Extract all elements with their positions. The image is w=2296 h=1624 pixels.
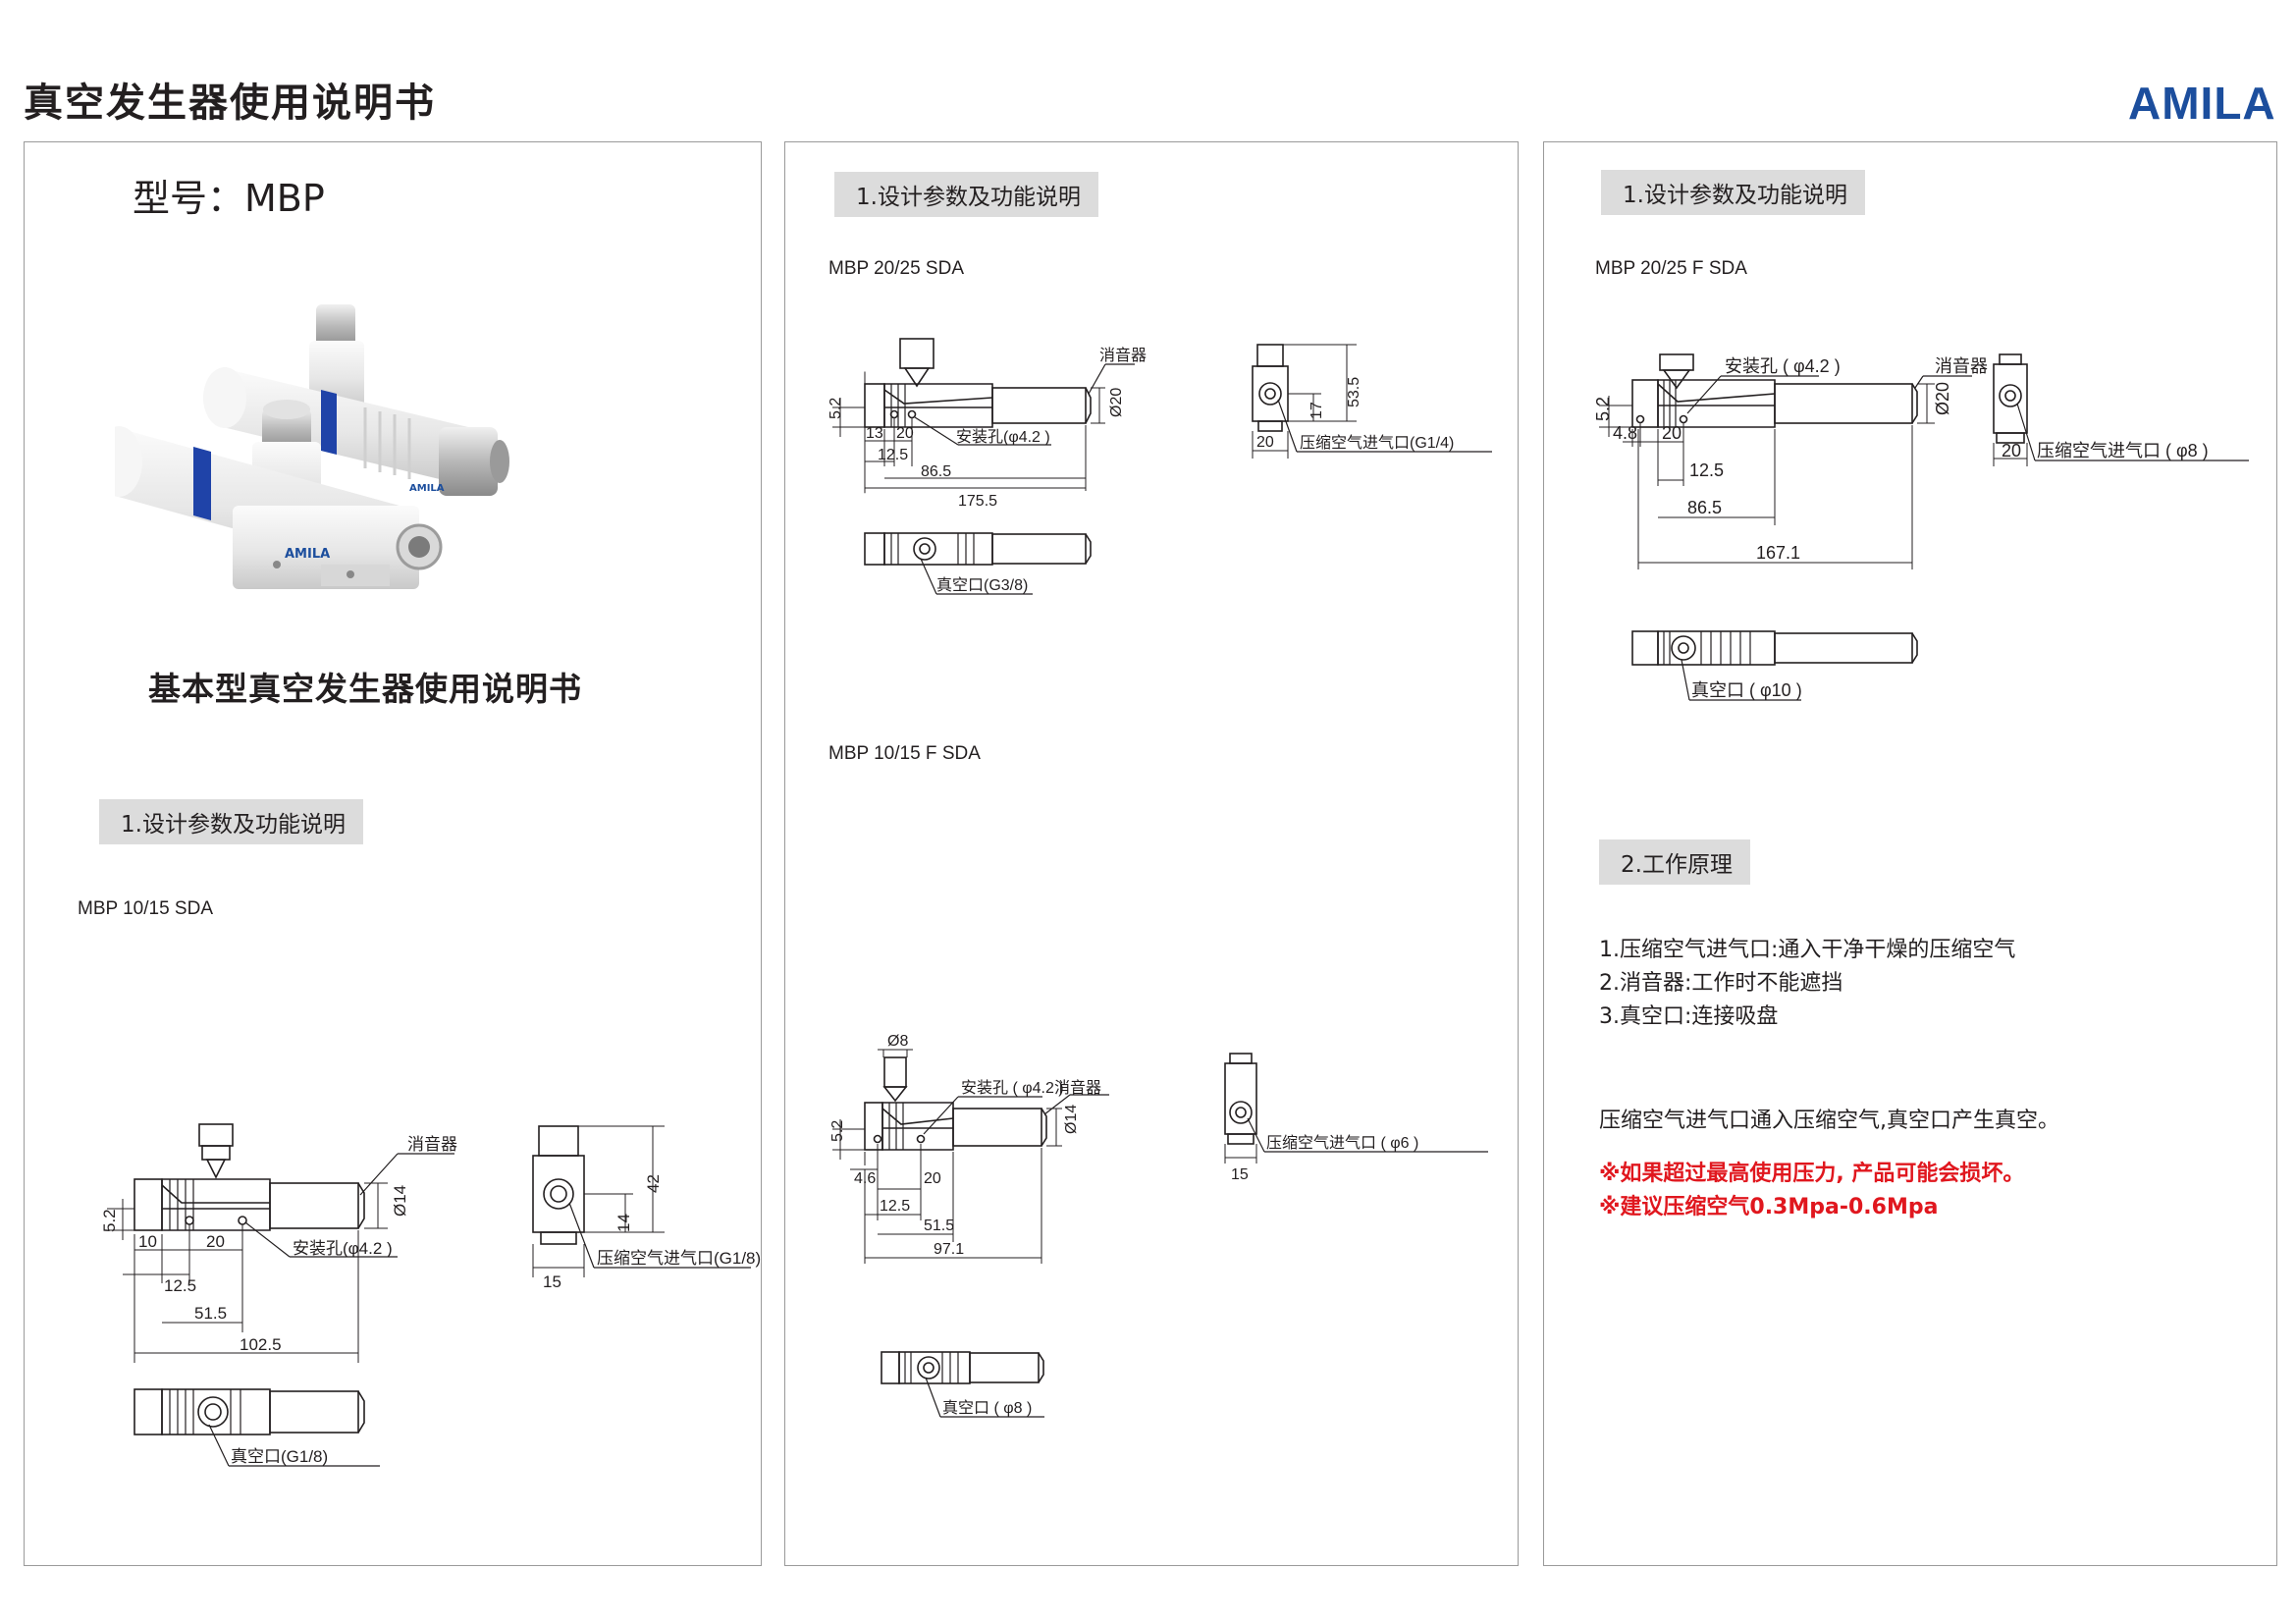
brand-logo: AMILA (2128, 78, 2276, 129)
dim-dia-14: Ø14 (391, 1185, 409, 1217)
principle-summary: 压缩空气进气口通入压缩空气,真空口产生真空。 (1599, 1109, 2059, 1133)
panel-mbp-20-25-and-10-15f: 1.设计参数及功能说明 MBP 20/25 SDA (784, 141, 1519, 1566)
top-view (1631, 630, 1918, 701)
dim-20-end: 20 (1256, 434, 1274, 451)
dim-5-2: 5.2 (828, 398, 844, 419)
dim-167-1: 167.1 (1756, 543, 1800, 563)
section-tag-design: 1.设计参数及功能说明 (99, 799, 363, 844)
document-title: 真空发生器使用说明书 (24, 81, 436, 126)
dim-12-5: 12.5 (878, 447, 908, 463)
dim-dia-20: Ø20 (1933, 382, 1952, 415)
section-tag-design: 1.设计参数及功能说明 (834, 172, 1098, 217)
drawing-mbp-20-25-f-sda: 5.2 4.8 20 12.5 86.5 167.1 Ø20 安装孔 ( φ4.… (1593, 353, 2249, 701)
label-silencer: 消音器 (1099, 347, 1147, 364)
dim-12-5: 12.5 (1689, 460, 1724, 480)
product-unit-front: AMILA (115, 400, 443, 589)
dim-86-5: 86.5 (1687, 498, 1722, 517)
label-mount-hole: 安装孔(φ4.2 ) (293, 1239, 393, 1258)
dim-dia-14: Ø14 (1063, 1105, 1080, 1134)
label-inlet: 压缩空气进气口 ( φ8 ) (2037, 441, 2209, 460)
dim-97-1: 97.1 (934, 1241, 964, 1258)
dim-13: 13 (866, 425, 883, 442)
dim-4-8: 4.8 (1613, 423, 1637, 443)
label-silencer: 消音器 (407, 1135, 457, 1154)
side-view (832, 1049, 1109, 1264)
side-view (832, 338, 1135, 494)
dim-15: 15 (543, 1272, 561, 1291)
dim-5-2: 5.2 (1593, 397, 1613, 421)
side-view (107, 1123, 454, 1363)
dim-dia-8: Ø8 (887, 1033, 908, 1050)
product-photo: AMILA AMILA (115, 304, 509, 589)
label-silencer: 消音器 (1935, 356, 1988, 376)
model-label-mbp-20-25-f-sda: MBP 20/25 F SDA (1595, 258, 1747, 279)
dim-20: 20 (1662, 423, 1682, 443)
panel-basic-model: 型号：MBP AMILA (24, 141, 762, 1566)
dim-5-2: 5.2 (100, 1209, 119, 1232)
manual-subtitle: 基本型真空发生器使用说明书 (148, 670, 582, 708)
dim-17: 17 (1308, 402, 1325, 419)
photo-logo-back: AMILA (409, 483, 445, 494)
principle-list: 1.压缩空气进气口:通入干净干燥的压缩空气 2.消音器:工作时不能遮挡 3.真空… (1599, 934, 2015, 1034)
photo-logo-front: AMILA (285, 547, 330, 562)
label-mount-hole: 安装孔(φ4.2 ) (956, 428, 1050, 446)
section-tag-principle: 2.工作原理 (1599, 839, 1750, 885)
product-unit-back: AMILA (203, 304, 509, 496)
dim-51-5: 51.5 (924, 1218, 954, 1234)
principle-item: 1.压缩空气进气口:通入干净干燥的压缩空气 (1599, 938, 2016, 962)
top-view (881, 1351, 1044, 1418)
label-vacuum-port: 真空口 ( φ8 ) (942, 1399, 1032, 1417)
label-mount-hole: 安装孔 ( φ4.2 ) (1725, 356, 1841, 376)
model-label-mbp-10-15-sda: MBP 10/15 SDA (78, 898, 214, 919)
panel-mbp-20-25-f-and-principle: 1.设计参数及功能说明 MBP 20/25 F SDA (1543, 141, 2277, 1566)
dim-51-5: 51.5 (194, 1304, 227, 1323)
top-view (133, 1388, 380, 1467)
dim-12-5: 12.5 (164, 1276, 196, 1295)
end-view (1224, 1053, 1488, 1164)
side-view (1599, 353, 1972, 569)
label-mount-hole: 安装孔 ( φ4.2 ) (961, 1079, 1064, 1097)
dim-102-5: 102.5 (240, 1335, 282, 1354)
dim-15: 15 (1231, 1166, 1249, 1183)
label-silencer: 消音器 (1054, 1079, 1101, 1097)
dim-175-5: 175.5 (958, 493, 997, 510)
dim-53-5: 53.5 (1346, 377, 1362, 407)
label-vacuum-port: 真空口 ( φ10 ) (1691, 680, 1802, 700)
label-inlet: 压缩空气进气口(G1/8) (597, 1249, 761, 1268)
warning-recommended-pressure: ※建议压缩空气0.3Mpa-0.6Mpa (1599, 1195, 1939, 1219)
dim-86-5: 86.5 (921, 463, 951, 480)
model-label-mbp-10-15-f-sda: MBP 10/15 F SDA (828, 743, 981, 764)
dim-14: 14 (614, 1214, 633, 1232)
label-inlet: 压缩空气进气口 ( φ6 ) (1266, 1134, 1418, 1152)
dim-dia-20: Ø20 (1108, 388, 1125, 417)
end-view (532, 1125, 751, 1277)
dim-10: 10 (138, 1232, 157, 1251)
dim-4-6: 4.6 (854, 1170, 876, 1187)
principle-item: 3.真空口:连接吸盘 (1599, 1004, 1779, 1029)
label-inlet: 压缩空气进气口(G1/4) (1300, 434, 1454, 452)
principle-item: 2.消音器:工作时不能遮挡 (1599, 971, 1843, 996)
drawing-mbp-20-25-sda: 5.2 13 20 12.5 86.5 175.5 Ø20 安装孔(φ4.2 )… (828, 338, 1492, 595)
dim-5-2: 5.2 (829, 1120, 846, 1142)
model-label-mbp-20-25-sda: MBP 20/25 SDA (828, 258, 965, 279)
dim-12-5: 12.5 (880, 1198, 910, 1215)
label-vacuum-port: 真空口(G1/8) (231, 1447, 328, 1466)
section-tag-design: 1.设计参数及功能说明 (1601, 170, 1865, 215)
dim-20: 20 (924, 1170, 941, 1187)
dim-20-end: 20 (2002, 441, 2021, 460)
label-vacuum-port: 真空口(G3/8) (936, 576, 1028, 594)
drawing-mbp-10-15-sda: 5.2 10 20 12.5 51.5 102.5 Ø14 安装孔(φ4.2 )… (100, 1123, 761, 1467)
model-heading: 型号：MBP (133, 177, 325, 220)
top-view (864, 532, 1092, 595)
end-view (1252, 344, 1492, 459)
drawing-mbp-10-15-f-sda: Ø8 5.2 4.6 20 12.5 51.5 97.1 Ø14 安装孔 ( φ… (829, 1033, 1488, 1418)
warning-pressure-limit: ※如果超过最高使用压力, 产品可能会损坏。 (1599, 1162, 2025, 1186)
dim-42: 42 (644, 1174, 663, 1193)
dim-20: 20 (896, 425, 914, 442)
dim-20: 20 (206, 1232, 225, 1251)
end-view (1993, 353, 2249, 466)
